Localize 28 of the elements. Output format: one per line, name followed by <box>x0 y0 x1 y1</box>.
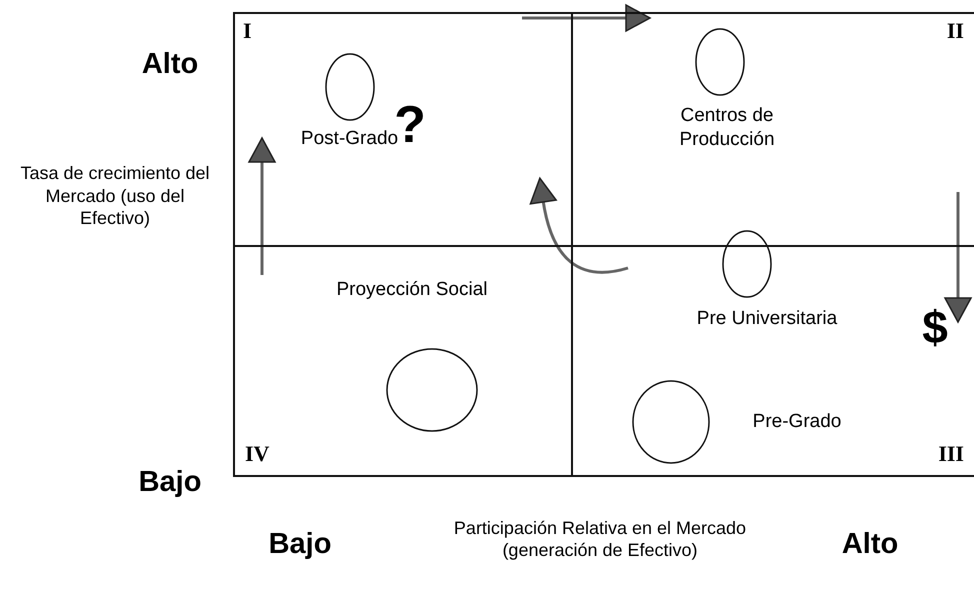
axis-level-label: Bajo <box>138 466 202 499</box>
axis-title: Tasa de crecimiento del Mercado (uso del Efectivo) <box>19 162 211 230</box>
item-label: Post-Grado <box>300 128 398 151</box>
quadrant-numeral: IV <box>245 441 270 467</box>
ellipse-marker <box>695 28 745 96</box>
quadrant-numeral: III <box>938 441 964 467</box>
item-label: Pre Universitaria <box>696 307 838 331</box>
ellipse-marker <box>325 53 375 121</box>
quadrant-numeral: II <box>946 18 964 44</box>
ellipse-marker <box>722 230 772 298</box>
item-label: Pre-Grado <box>752 410 842 434</box>
item-label: Proyección Social <box>335 278 489 302</box>
axis-title: Participación Relativa en el Mercado (generación de Efectivo) <box>452 518 748 562</box>
quadrant-panel <box>571 12 974 245</box>
quadrant-panel <box>233 12 571 245</box>
block-arrow <box>944 192 972 323</box>
block-arrow <box>248 137 276 275</box>
ellipse-marker <box>632 380 710 464</box>
block-arrow <box>530 178 628 274</box>
axis-level-label: Bajo <box>268 528 332 561</box>
item-label: Centros de Producción <box>678 104 776 152</box>
axis-level-label: Alto <box>840 528 900 561</box>
block-arrow <box>522 4 651 32</box>
quadrant-panel <box>233 245 571 477</box>
axis-level-label: Alto <box>140 48 200 81</box>
dollar-symbol: $ <box>921 300 949 354</box>
ellipse-marker <box>386 348 478 432</box>
quadrant-numeral: I <box>243 18 252 44</box>
